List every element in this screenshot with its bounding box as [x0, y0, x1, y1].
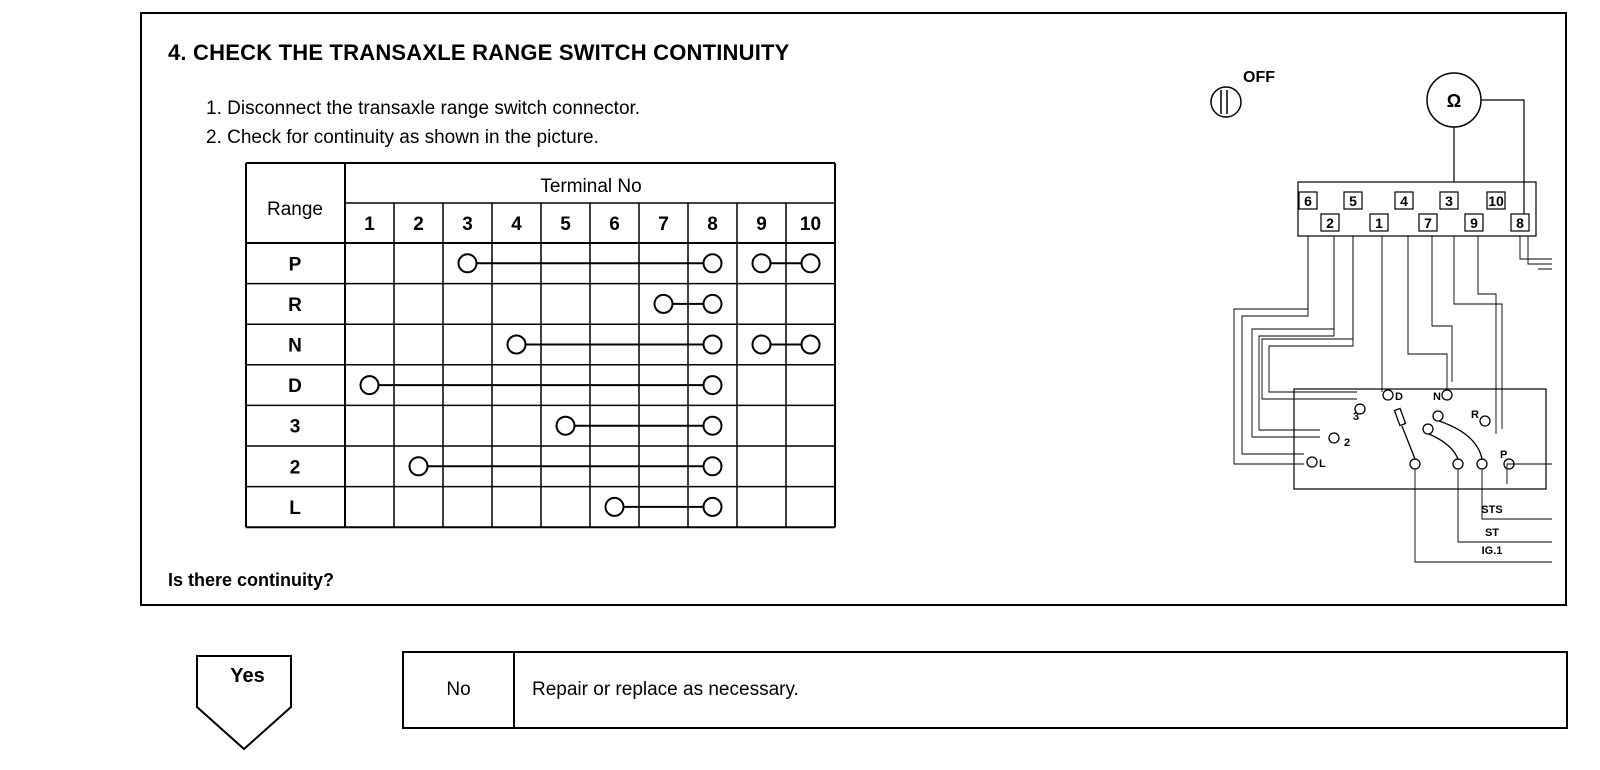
- connector-pin: 9: [1464, 213, 1484, 232]
- continuity-question: Is there continuity?: [168, 570, 335, 590]
- connector-pin-box: [1320, 213, 1340, 232]
- range-label: 3: [290, 417, 301, 438]
- connector-pin-label: 6: [1304, 193, 1312, 209]
- switch-position-label: L: [1319, 458, 1326, 470]
- range-label: N: [288, 336, 302, 357]
- connector-pin-label: 4: [1400, 193, 1408, 209]
- continuity-terminal-circle: [751, 253, 772, 274]
- terminal-number: 3: [462, 214, 473, 235]
- connector-pin: 5: [1343, 191, 1363, 210]
- yes-label: Yes: [230, 665, 265, 687]
- ignition-switch-icon: [1210, 86, 1242, 118]
- continuity-terminal-circle: [359, 375, 380, 396]
- continuity-terminal-circle: [751, 334, 772, 355]
- connector-pin: 6: [1298, 191, 1318, 210]
- output-terminal-label: STS: [1481, 504, 1502, 516]
- connector-pin: 7: [1418, 213, 1438, 232]
- continuity-terminal-circle: [457, 253, 478, 274]
- range-label: L: [289, 498, 301, 519]
- continuity-terminal-circle: [800, 253, 821, 274]
- connector-pin-box: [1439, 191, 1459, 210]
- connector-pin-box: [1464, 213, 1484, 232]
- switch-state-label: OFF: [1243, 69, 1275, 86]
- continuity-terminal-circle: [702, 253, 723, 274]
- ohm-symbol: Ω: [1447, 91, 1461, 111]
- yes-arrow-icon: [196, 655, 292, 751]
- connector-pin-label: 2: [1326, 215, 1334, 231]
- range-label: P: [289, 254, 302, 275]
- wiring-diagram: OFF Ω 6 5 4 3 10 2 1 7 9 8: [1210, 69, 1552, 563]
- connector-pin: 2: [1320, 213, 1340, 232]
- range-label: D: [288, 376, 302, 397]
- connector-pin-label: 1: [1375, 215, 1383, 231]
- no-label: No: [446, 679, 471, 700]
- connector-pin-box: [1510, 213, 1530, 232]
- connector-pin-box: [1394, 191, 1414, 210]
- check-panel: 4. CHECK THE TRANSAXLE RANGE SWITCH CONT…: [140, 12, 1567, 606]
- switch-position-label: 2: [1344, 437, 1350, 449]
- continuity-terminal-circle: [604, 496, 625, 517]
- range-label: R: [288, 295, 302, 316]
- range-label: 2: [290, 457, 301, 478]
- step-2: 2. Check for continuity as shown in the …: [206, 127, 599, 148]
- terminal-number: 9: [756, 214, 767, 235]
- range-header: Range: [267, 199, 323, 220]
- output-terminal-label: ST: [1485, 527, 1499, 539]
- connector-pin-box: [1486, 191, 1506, 210]
- connector-pin-label: 9: [1470, 215, 1478, 231]
- terminal-number: 7: [658, 214, 669, 235]
- continuity-terminal-circle: [702, 496, 723, 517]
- connector-pin: 10: [1486, 191, 1506, 210]
- connector-pin-box: [1369, 213, 1389, 232]
- connector-pin-label: 8: [1516, 215, 1524, 231]
- switch-position-label: P: [1500, 449, 1507, 461]
- step-1: 1. Disconnect the transaxle range switch…: [206, 98, 641, 119]
- continuity-terminal-circle: [555, 415, 576, 436]
- connector-pin: 1: [1369, 213, 1389, 232]
- connector-pin-label: 7: [1424, 215, 1432, 231]
- section-title: 4. CHECK THE TRANSAXLE RANGE SWITCH CONT…: [168, 40, 790, 65]
- connector-pin-box: [1343, 191, 1363, 210]
- connector-pin: 3: [1439, 191, 1459, 210]
- connector-pin: 4: [1394, 191, 1414, 210]
- switch-position-label: N: [1433, 391, 1441, 403]
- connector-pin-box: [1298, 191, 1318, 210]
- continuity-terminal-circle: [702, 334, 723, 355]
- terminal-number: 4: [511, 214, 522, 235]
- terminal-number: 2: [413, 214, 424, 235]
- switch-position-label: 3: [1353, 411, 1359, 423]
- terminal-number: 1: [364, 214, 375, 235]
- terminal-number: 8: [707, 214, 718, 235]
- no-action-text: Repair or replace as necessary.: [532, 679, 799, 700]
- connector-pin-label: 3: [1445, 193, 1453, 209]
- connector-pin: 8: [1510, 213, 1530, 232]
- connector-pin-label: 5: [1349, 193, 1357, 209]
- terminal-number: 6: [609, 214, 620, 235]
- continuity-terminal-circle: [408, 456, 429, 477]
- terminal-number: 5: [560, 214, 571, 235]
- continuity-terminal-circle: [702, 456, 723, 477]
- terminal-header: Terminal No: [540, 176, 641, 197]
- continuity-terminal-circle: [702, 375, 723, 396]
- switch-position-label: R: [1471, 409, 1479, 421]
- continuity-terminal-circle: [702, 293, 723, 314]
- continuity-terminal-circle: [800, 334, 821, 355]
- no-result-box: No Repair or replace as necessary.: [402, 651, 1568, 729]
- continuity-terminal-circle: [506, 334, 527, 355]
- switch-position-label: D: [1395, 391, 1403, 403]
- continuity-terminal-circle: [702, 415, 723, 436]
- continuity-terminal-circle: [653, 293, 674, 314]
- connector-pin-box: [1418, 213, 1438, 232]
- connector-pin-label: 10: [1488, 193, 1504, 209]
- terminal-number: 10: [800, 214, 821, 235]
- output-terminal-label: IG.1: [1482, 545, 1503, 557]
- no-divider: [513, 653, 515, 727]
